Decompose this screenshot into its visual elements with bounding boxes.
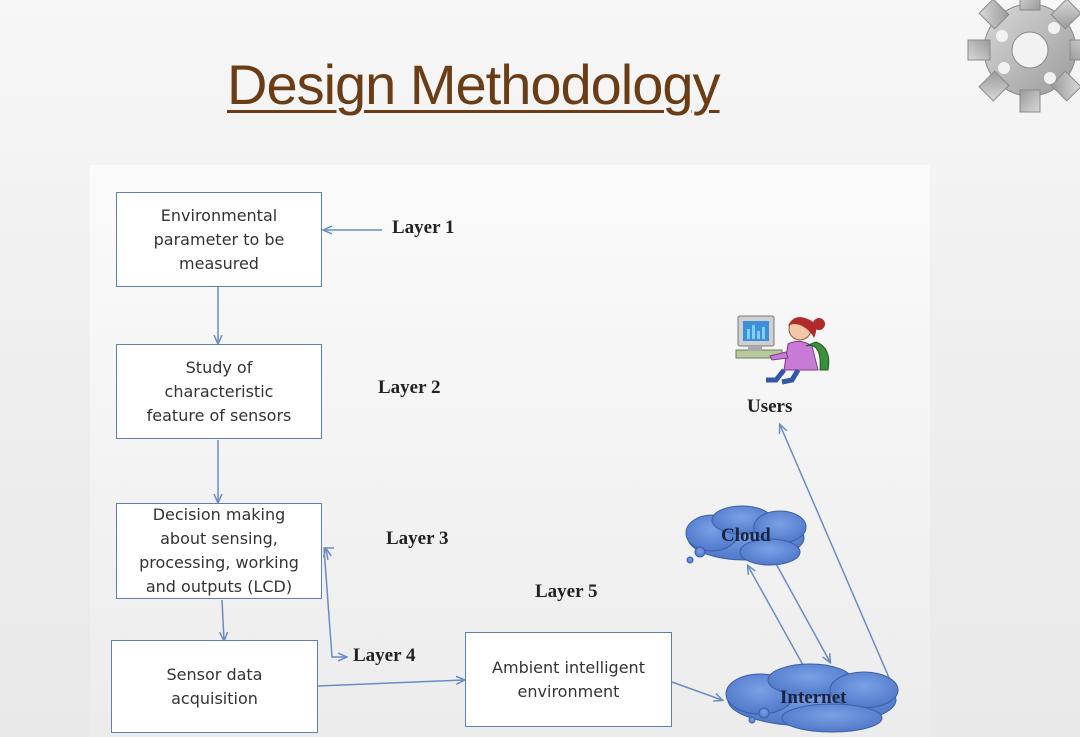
cloud-shape — [685, 505, 807, 566]
box-ambient-environment: Ambient intelligent environment — [465, 632, 672, 727]
arrow-bracket-up — [326, 549, 328, 561]
box-study-of-sensors: Study of characteristic feature of senso… — [116, 344, 322, 439]
box-decision-making: Decision making about sensing, processin… — [116, 503, 322, 599]
gear-icon — [967, 0, 1080, 113]
arrow-internet-to-cloud — [748, 566, 809, 675]
box-sensor-data-acquisition: Sensor data acquisition — [111, 640, 318, 733]
arrow-acquisition-to-ambient — [317, 680, 464, 687]
arrow-ambient-to-internet — [671, 681, 722, 700]
user-at-computer-icon — [735, 315, 830, 385]
arrow-layer4-bracket — [323, 547, 346, 657]
layer-5-label: Layer 5 — [535, 581, 598, 602]
box-environmental-parameter: Environmental parameter to be measured — [116, 192, 322, 287]
arrow-cloud-to-internet — [773, 559, 830, 662]
layer-3-label: Layer 3 — [386, 528, 449, 549]
arrow-decision-to-acquisition — [222, 599, 224, 640]
internet-label: Internet — [780, 687, 847, 708]
arrow-internet-to-users — [780, 425, 891, 681]
users-label: Users — [747, 396, 793, 417]
layer-2-label: Layer 2 — [378, 377, 441, 398]
slide-title: Design Methodology — [227, 53, 721, 116]
cloud-label: Cloud — [721, 525, 771, 546]
layer-1-label: Layer 1 — [392, 217, 455, 238]
layer-4-label: Layer 4 — [353, 645, 416, 666]
internet-shape — [725, 663, 899, 733]
